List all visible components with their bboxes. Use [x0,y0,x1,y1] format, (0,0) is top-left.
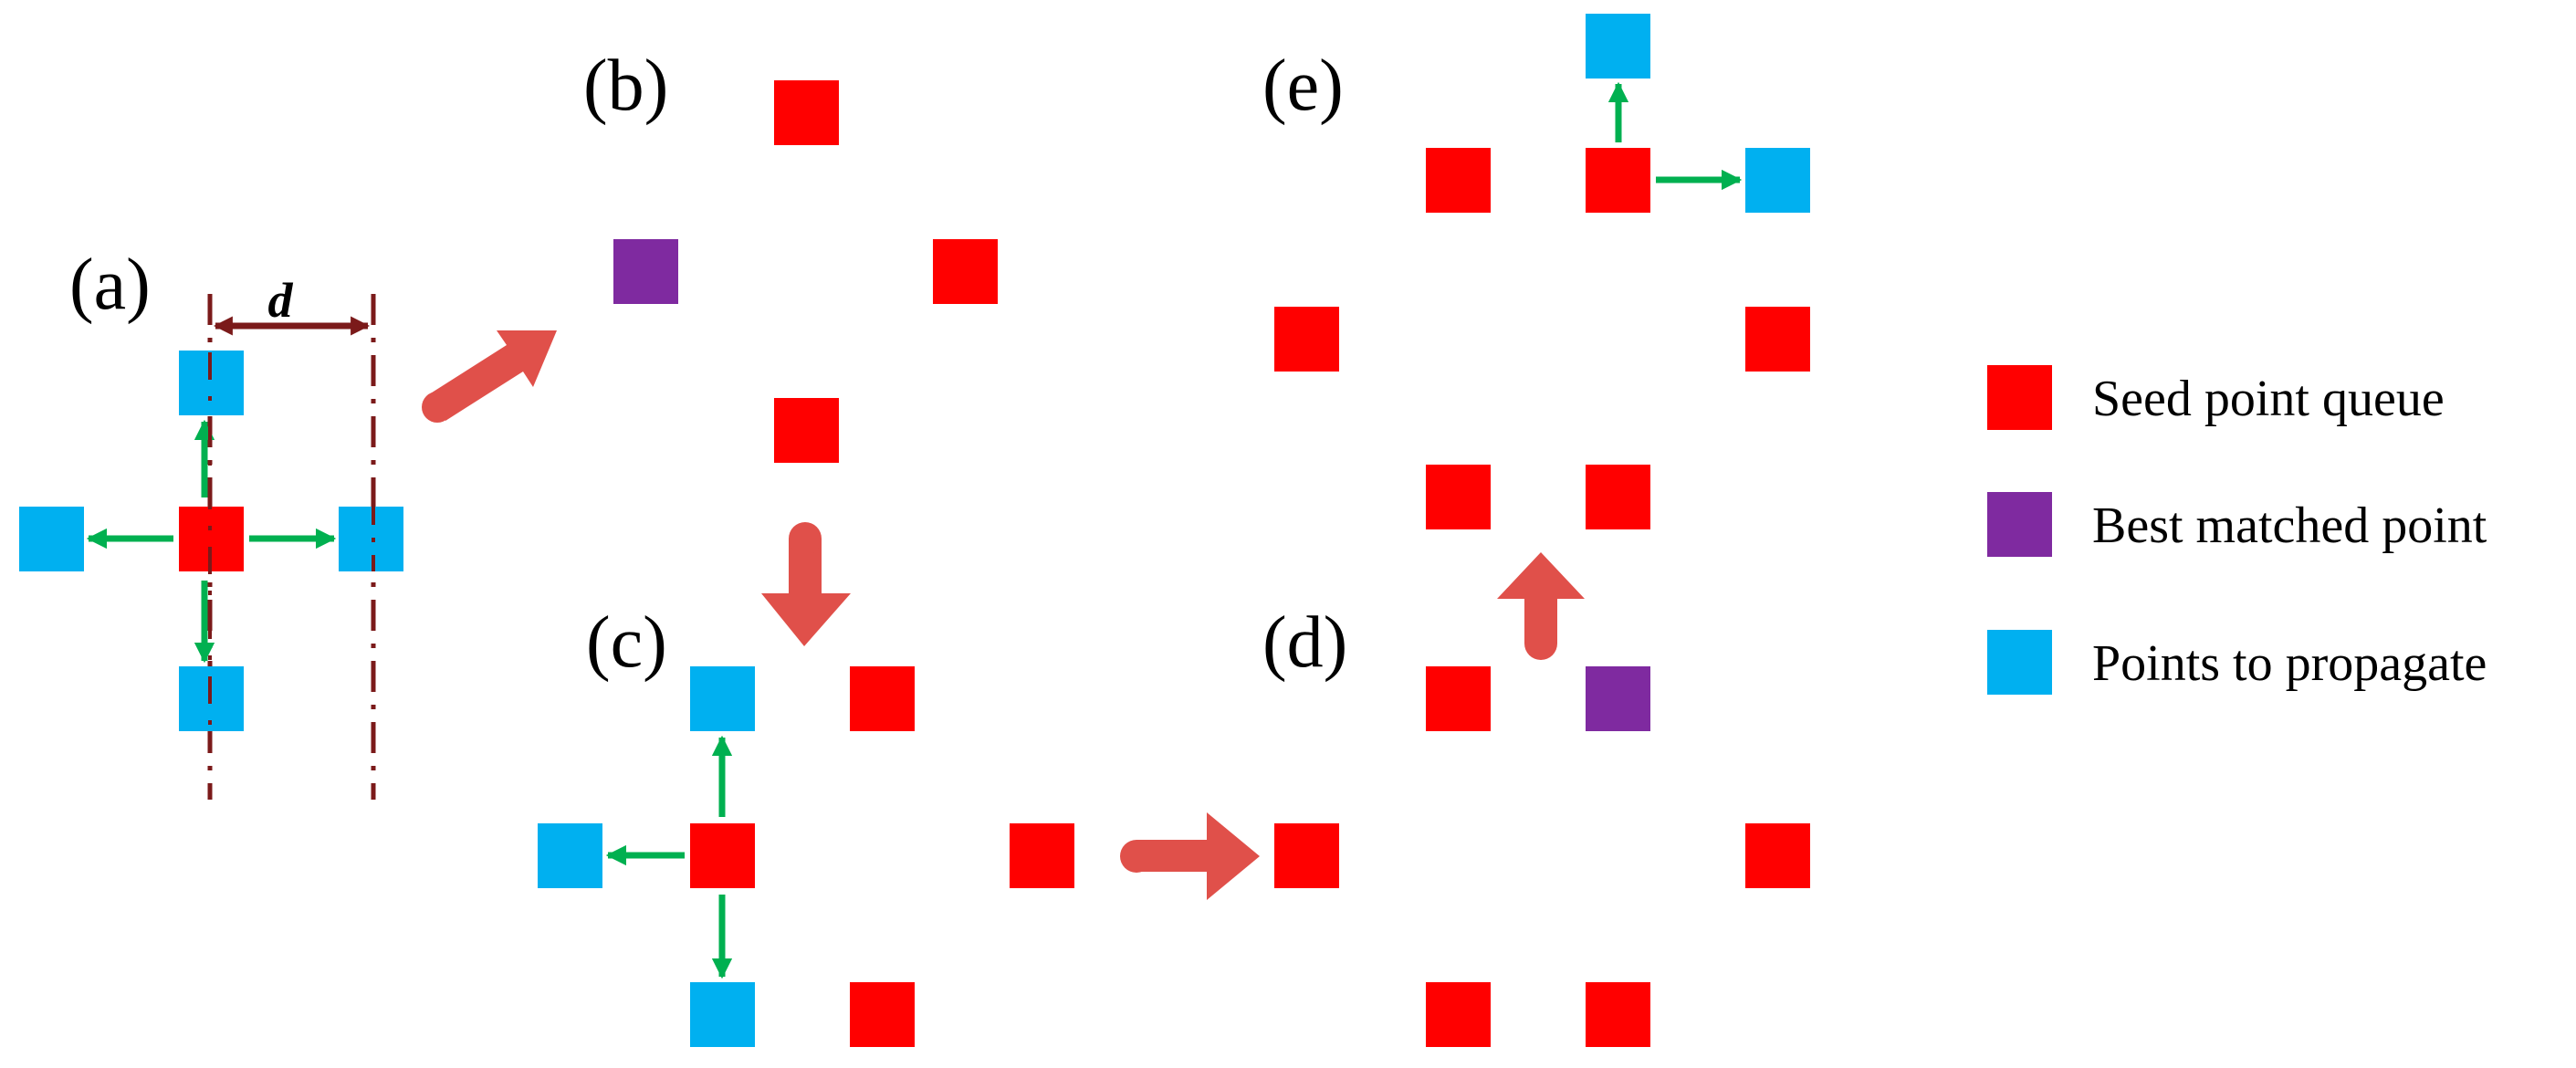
legend: Seed point queue Best matched point Poin… [1987,365,2487,695]
legend-label-best: Best matched point [2092,497,2487,554]
panel-b: (b) [583,46,998,463]
propagate-point-right [339,507,403,571]
seed-point [850,666,915,731]
panel-d-label: (d) [1262,602,1347,683]
seed-point [850,982,915,1047]
seed-point-center [690,823,755,888]
seed-point [933,239,998,304]
flow-arrow-d-to-e-tail [1524,627,1557,660]
flow-arrow-a-to-b-tail [422,392,453,423]
propagate-point-right [1745,148,1810,213]
seed-point [1586,465,1650,529]
propagate-point-left [19,507,84,571]
flow-arrow-c-to-d [1136,812,1260,900]
seed-point [1274,307,1339,372]
panel-d: (d) [1262,602,1810,1047]
flow-arrow-c-to-d-tail [1120,840,1153,873]
panel-c-label: (c) [586,602,667,683]
seed-point [1010,823,1074,888]
seed-point [1745,307,1810,372]
propagate-point-left [538,823,602,888]
legend-label-seed: Seed point queue [2092,371,2445,427]
panel-e-label: (e) [1262,46,1344,126]
seed-point [1426,982,1491,1047]
seed-point [774,398,839,463]
legend-swatch-seed [1987,365,2052,430]
distance-label: d [268,273,294,328]
best-matched-point [613,239,678,304]
seed-point [1586,982,1650,1047]
seed-point [1426,465,1491,529]
legend-label-propagate: Points to propagate [2092,635,2487,692]
flow-arrow-a-to-b [429,330,557,421]
panel-a: (a) d [19,245,403,800]
propagate-point-top [690,666,755,731]
seed-point-center [1586,148,1650,213]
flow-arrow-b-to-c-tail [789,522,822,555]
best-matched-point [1586,666,1650,731]
legend-swatch-best [1987,492,2052,557]
panel-e: (e) [1262,14,1810,529]
panel-a-label: (a) [69,245,151,325]
panel-c: (c) [538,602,1074,1047]
propagate-point-top [1586,14,1650,79]
legend-swatch-propagate [1987,630,2052,695]
flow-arrow-d-to-e [1497,552,1585,644]
seed-point [1426,666,1491,731]
seed-point [1274,823,1339,888]
flow-arrow-b-to-c [761,539,851,646]
seed-point [774,80,839,145]
propagate-point-bottom [690,982,755,1047]
seed-point [1426,148,1491,213]
seed-point [1745,823,1810,888]
panel-b-label: (b) [583,46,668,126]
